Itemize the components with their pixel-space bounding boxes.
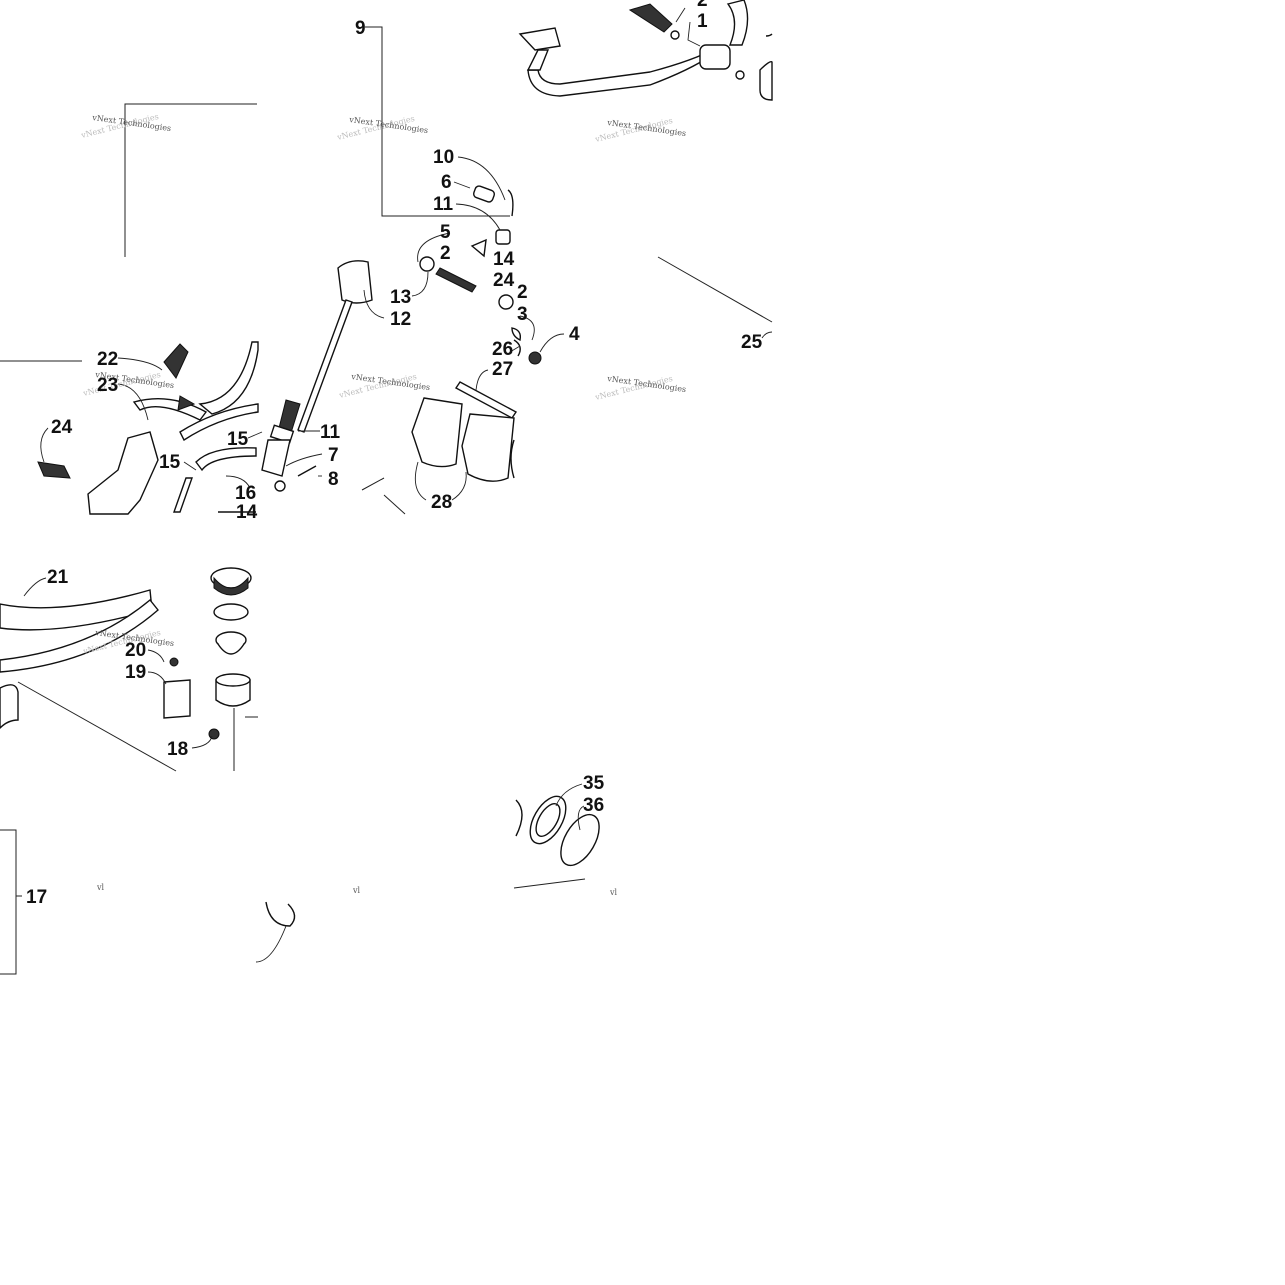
callout-7: 7 (328, 445, 339, 466)
callout-14: 14 (493, 249, 515, 270)
callout-18: 18 (167, 739, 188, 760)
leader-lines (23, 156, 773, 963)
callout-2: 2 (440, 243, 451, 264)
reservoir-assembly (0, 567, 252, 740)
callout-22: 22 (97, 349, 118, 370)
callout-4: 4 (569, 324, 580, 345)
callout-9: 9 (355, 18, 366, 39)
callout-19: 19 (125, 662, 146, 683)
callout-24: 24 (51, 417, 73, 438)
callout-13: 13 (390, 287, 411, 308)
callout-5: 5 (440, 222, 451, 243)
callout-20: 20 (125, 640, 146, 661)
callout-11: 11 (433, 194, 454, 215)
callout-2: 2 (697, 0, 708, 11)
callout-25: 25 (741, 332, 763, 353)
master-cylinder-lines (37, 341, 259, 515)
callout-27: 27 (492, 359, 513, 380)
callout-21: 21 (47, 567, 69, 588)
callout-36: 36 (583, 795, 604, 816)
watermark-truncated: vl (609, 888, 618, 897)
callout-15: 15 (159, 452, 181, 473)
callout-labels: 9 2 1 10 6 11 5 2 14 24 13 2 12 3 4 26 2… (26, 0, 763, 908)
caliper-hardware (419, 185, 542, 419)
watermark-truncated: vl (96, 883, 105, 892)
callout-35: 35 (583, 773, 605, 794)
callout-11: 11 (320, 422, 341, 443)
frame-lines (0, 26, 773, 975)
brake-pedal (518, 0, 773, 101)
brake-pads (411, 397, 515, 482)
callout-8: 8 (328, 469, 339, 490)
callout-24: 24 (493, 270, 515, 291)
callout-10: 10 (433, 147, 454, 168)
callout-23: 23 (97, 375, 118, 396)
callout-12: 12 (390, 309, 411, 330)
callout-2: 2 (517, 282, 528, 303)
callout-15: 15 (227, 429, 249, 450)
callout-26: 26 (492, 339, 513, 360)
callout-16: 16 (235, 483, 256, 504)
brake-rod (261, 260, 373, 492)
callout-6: 6 (441, 172, 452, 193)
callout-1: 1 (697, 11, 708, 32)
callout-17: 17 (26, 887, 47, 908)
watermark-truncated: vl (352, 886, 361, 895)
piston-seals (265, 795, 600, 927)
callout-28: 28 (431, 492, 452, 513)
callout-14: 14 (236, 502, 258, 523)
callout-3: 3 (517, 304, 528, 325)
